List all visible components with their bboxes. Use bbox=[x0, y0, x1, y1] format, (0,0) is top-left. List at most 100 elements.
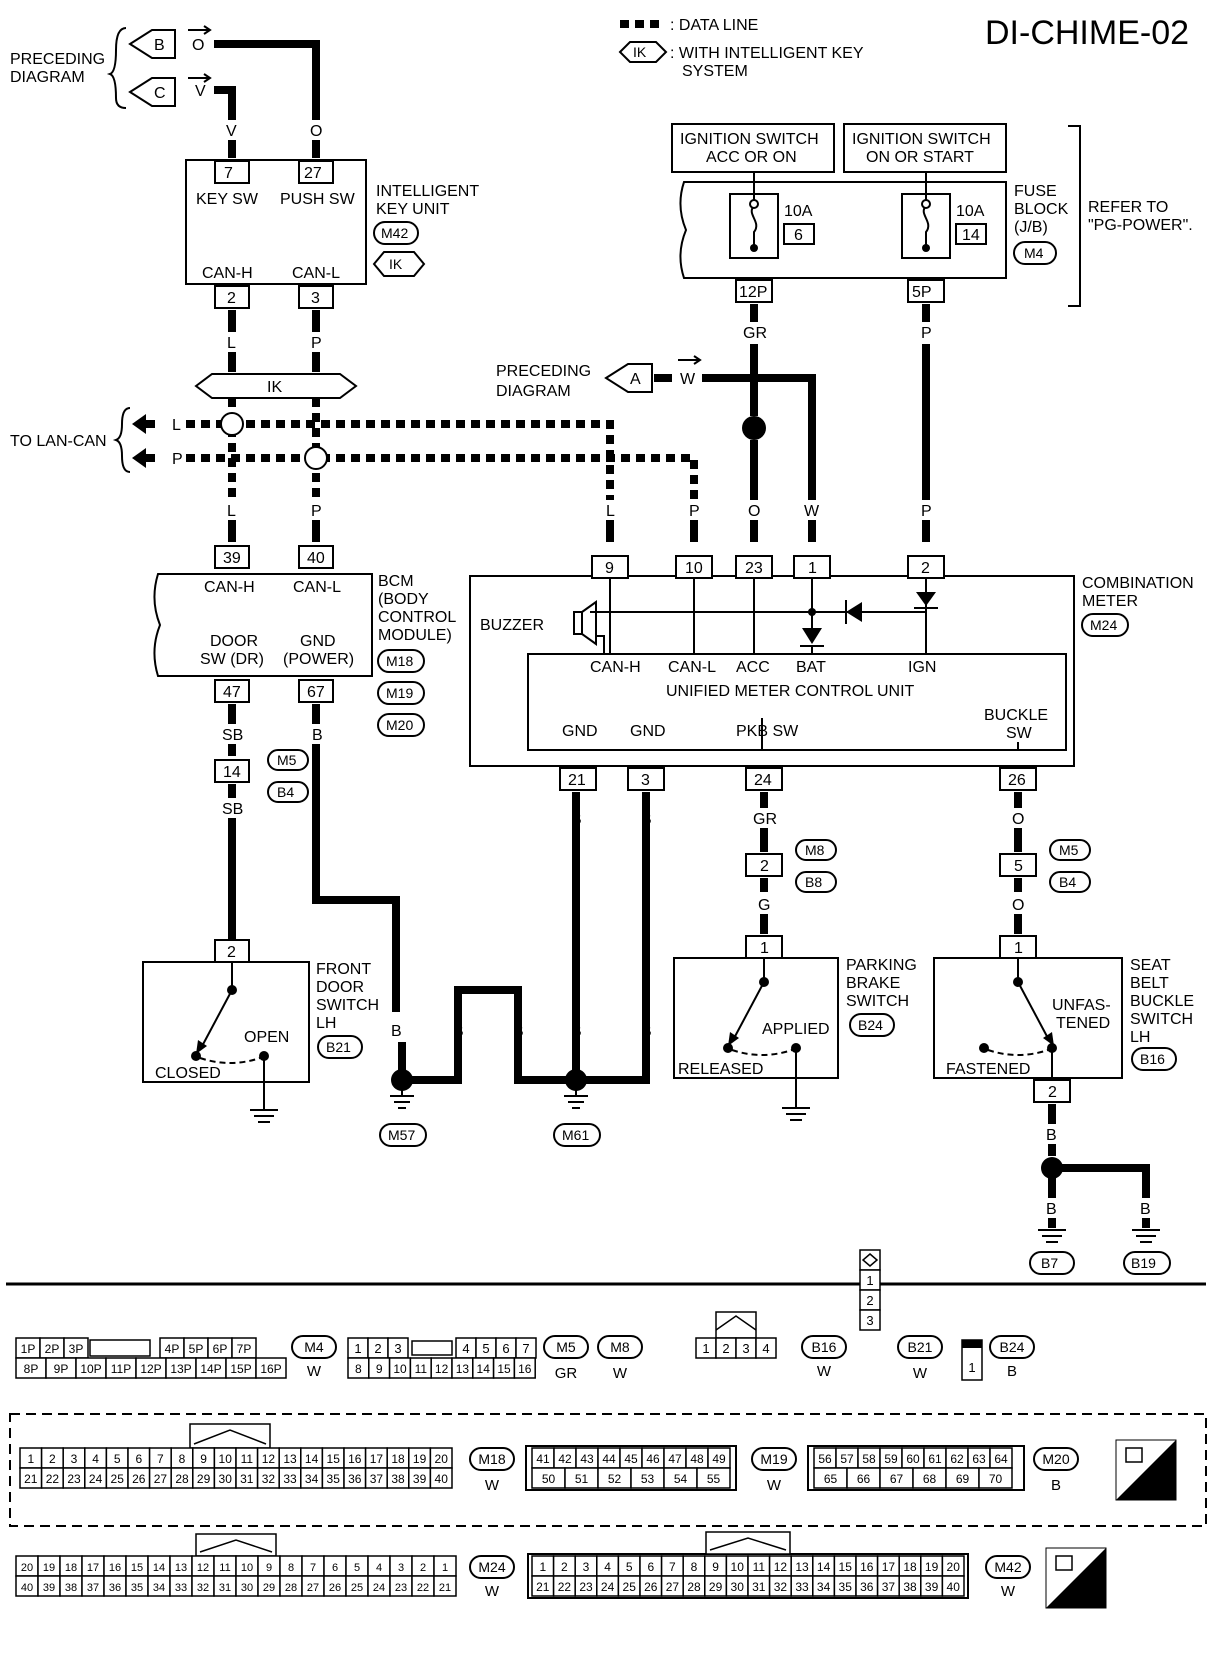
m18-top-pin-5: 5 bbox=[114, 1452, 121, 1466]
m19-top-pin-48: 48 bbox=[690, 1452, 704, 1466]
bcm-name-3: CONTROL bbox=[378, 609, 456, 626]
m24-top-pin-20: 20 bbox=[21, 1562, 33, 1574]
wire-color-b-gnd1: B bbox=[571, 811, 582, 828]
bcm-pin-47 bbox=[214, 679, 250, 703]
m42-top-pin-9: 9 bbox=[712, 1560, 719, 1574]
meter-bat: BAT bbox=[796, 659, 826, 676]
bcm-connector-m20 bbox=[377, 713, 425, 737]
bcm-pin-67 bbox=[298, 679, 334, 703]
bcm-connector-m19 bbox=[377, 681, 425, 705]
meter-pin-10-label: 10 bbox=[685, 560, 703, 577]
jc-pkb-b8-label: B8 bbox=[805, 874, 822, 890]
b19-ground-icon bbox=[1132, 1229, 1160, 1243]
m18-top-pin-4: 4 bbox=[92, 1452, 99, 1466]
refer-2: "PG-POWER". bbox=[1088, 217, 1193, 234]
m5-bottom-cavity-16 bbox=[513, 1357, 536, 1379]
fuse-pin-5p-label: 5P bbox=[912, 284, 932, 301]
m18-bottom-pin-22: 22 bbox=[46, 1472, 60, 1486]
ik-key-sw-label: KEY SW bbox=[196, 191, 259, 208]
legend-ik-text-2: SYSTEM bbox=[682, 63, 748, 80]
door-sw-closed-pt bbox=[191, 1051, 201, 1061]
wire-color-b-bcm: B bbox=[312, 727, 323, 744]
m19-bottom-pin-54: 54 bbox=[674, 1472, 688, 1486]
wire-color-sb-2: SB bbox=[222, 801, 243, 818]
m5-bottom-pin-8: 8 bbox=[355, 1362, 362, 1376]
m4-top-a-pin-3P: 3P bbox=[69, 1342, 84, 1356]
ik-pin-27-label: 27 bbox=[304, 165, 322, 182]
m19-bottom-cavity-55 bbox=[696, 1467, 731, 1489]
m5-bottom-pin-13: 13 bbox=[456, 1362, 470, 1376]
bcm-pin-39 bbox=[214, 545, 250, 569]
wire-color-p-ign: P bbox=[921, 325, 932, 342]
wire-color-g: G bbox=[758, 897, 770, 914]
meter-int-junction-bat bbox=[808, 608, 816, 616]
m4-top-b-pin-7P: 7P bbox=[237, 1342, 252, 1356]
jc-pkb-m8 bbox=[795, 839, 837, 861]
lan-can-arrow-p-icon bbox=[132, 448, 146, 468]
connector-m8-color: W bbox=[613, 1365, 628, 1382]
m18-top-pin-19: 19 bbox=[413, 1452, 427, 1466]
m4-top-a-pin-1P: 1P bbox=[21, 1342, 36, 1356]
door-sw-closed: CLOSED bbox=[155, 1065, 221, 1082]
m18-bottom-pin-38: 38 bbox=[391, 1472, 405, 1486]
m24-top-pin-6: 6 bbox=[332, 1562, 338, 1574]
hs-label: H.S. bbox=[1078, 1591, 1101, 1605]
connector-m4-tag-label: M4 bbox=[304, 1339, 324, 1355]
jc-left-b4 bbox=[267, 781, 309, 803]
bcm-connector-m19-label: M19 bbox=[386, 685, 413, 701]
wire-color-b-5: B bbox=[641, 1023, 652, 1040]
m4-bottom-pin-14P: 14P bbox=[200, 1362, 221, 1376]
b7-ground-icon bbox=[1038, 1229, 1066, 1243]
jc-buckle-b4-label: B4 bbox=[1059, 874, 1076, 890]
connector-b21-tag bbox=[897, 1335, 943, 1359]
bcm-connector-group bbox=[9, 1413, 1207, 1527]
diode-ign-icon bbox=[846, 602, 862, 622]
bcm-name-4: MODULE) bbox=[378, 627, 452, 644]
seat-sw-name-4: SWITCH bbox=[1130, 1011, 1193, 1028]
m5-top-b-pin-5: 5 bbox=[482, 1341, 489, 1356]
m18-top-pin-13: 13 bbox=[283, 1452, 297, 1466]
m4-bottom-pin-15P: 15P bbox=[230, 1362, 251, 1376]
meter-connector bbox=[1081, 613, 1129, 637]
m42-top-pin-15: 15 bbox=[839, 1560, 853, 1574]
m4-bottom-pin-10P: 10P bbox=[80, 1362, 101, 1376]
m18-bottom-pin-31: 31 bbox=[240, 1472, 254, 1486]
m42-bottom-pin-31: 31 bbox=[752, 1580, 766, 1594]
ign-on-1: IGNITION SWITCH bbox=[852, 131, 991, 148]
meter-pin-26-label: 26 bbox=[1008, 772, 1026, 789]
preceding-tag-b bbox=[128, 29, 176, 59]
m24-bottom-pin-36: 36 bbox=[109, 1582, 121, 1594]
wire-b-meter-gnd bbox=[572, 808, 650, 1084]
hs-triangle-icon bbox=[1116, 1440, 1176, 1500]
bcm-name-1: BCM bbox=[378, 573, 414, 590]
wire-b-bcm-ground bbox=[312, 704, 400, 1012]
bcm-gnd-label-1: GND bbox=[300, 633, 336, 650]
bcm-can-h-label: CAN-H bbox=[204, 579, 255, 596]
door-sw-arrow-icon bbox=[196, 1040, 207, 1054]
meter-acc: ACC bbox=[736, 659, 770, 676]
meter-pin-2-label: 2 bbox=[921, 560, 930, 577]
pkb-ground-icon bbox=[782, 1107, 810, 1121]
fuse-6-num: 6 bbox=[794, 227, 803, 244]
m19-top-pin-47: 47 bbox=[668, 1452, 682, 1466]
m18-bottom-pin-27: 27 bbox=[154, 1472, 168, 1486]
m4-top-b-pin-6P: 6P bbox=[213, 1342, 228, 1356]
m42-bottom-pin-33: 33 bbox=[795, 1580, 809, 1594]
ik-unit-option-tag bbox=[372, 251, 426, 277]
connector-b24-tag bbox=[989, 1335, 1035, 1359]
ik-unit-connector-label: M42 bbox=[381, 225, 408, 241]
connector-m42-tag bbox=[985, 1555, 1031, 1579]
front-door-switch bbox=[142, 961, 310, 1083]
m5-bottom-pin-16: 16 bbox=[518, 1362, 532, 1376]
connector-m20-tag bbox=[1033, 1447, 1079, 1471]
m42-bottom-pin-22: 22 bbox=[558, 1580, 572, 1594]
wire-b-m57-m61 bbox=[402, 986, 576, 1084]
connector-m24-tag-label: M24 bbox=[478, 1559, 505, 1575]
connector-m8-tag-label: M8 bbox=[610, 1339, 630, 1355]
wire-color-o-meter: O bbox=[748, 503, 760, 520]
page-title: DI-CHIME-02 bbox=[985, 14, 1189, 52]
m5-bottom-pin-10: 10 bbox=[393, 1362, 407, 1376]
door-sw-connector-label: B21 bbox=[326, 1039, 351, 1055]
lan-can-arrow-l-icon bbox=[132, 414, 146, 434]
